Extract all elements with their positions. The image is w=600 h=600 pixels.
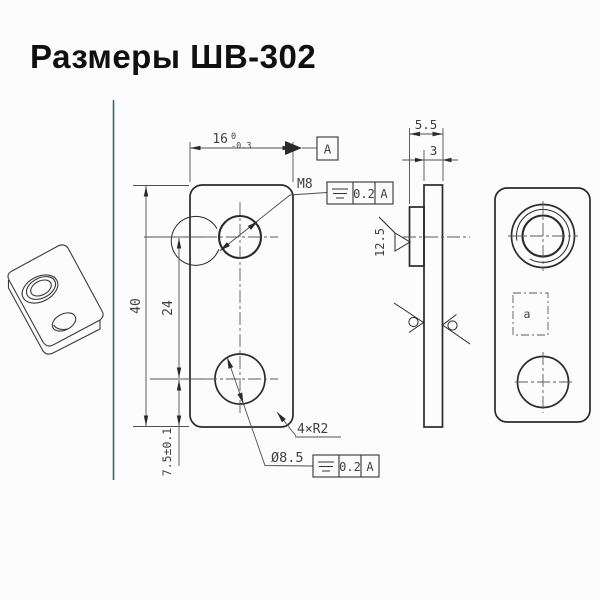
dim-16-lower-tolerance: -0.3 <box>231 142 251 152</box>
fcf-cell-dividers <box>352 182 376 204</box>
dim-3-value: 3 <box>430 143 438 158</box>
dim-40-value: 40 <box>129 298 144 314</box>
arrowhead-icon <box>143 415 149 426</box>
side-extension-lines <box>409 128 444 204</box>
dim-5.5-value: 5.5 <box>415 117 438 132</box>
arrowhead-icon <box>409 131 420 137</box>
side-view: 5.5 3 12.5 <box>373 117 471 428</box>
fcf-datum-ref: A <box>380 187 388 201</box>
marking-area-label: a <box>524 307 531 321</box>
fcf-tolerance-value: 0.2 <box>353 187 375 201</box>
feature-control-frame-thread: 0.2 A <box>326 181 394 205</box>
arrowhead-icon <box>176 380 182 391</box>
dim-7.5-value: 7.5±0.1 <box>160 428 174 477</box>
front-thread-od-arc <box>170 215 220 266</box>
fcf-cell-dividers <box>338 455 362 477</box>
arrowhead-icon <box>442 157 452 163</box>
arrowhead-icon <box>277 412 286 423</box>
dim-24-value: 24 <box>161 300 176 316</box>
dim-16-upper-tolerance: 0 <box>231 132 236 142</box>
page-title: Размеры ШВ-302 <box>30 38 317 75</box>
symmetry-icon <box>332 188 348 199</box>
rear-bottom-hole-centerlines <box>515 352 572 413</box>
arrowhead-icon <box>190 145 201 151</box>
fcf-datum-ref: A <box>366 460 374 474</box>
iso-bottom-hole-depth-arc <box>53 324 68 331</box>
iso-boss-chamfer <box>25 276 57 300</box>
datum-frame <box>316 136 339 161</box>
no-machining-icon <box>393 302 425 333</box>
front-view: 16 0 -0.3 A 40 24 7.5±0.1 <box>129 132 394 478</box>
arrowhead-icon <box>176 367 182 378</box>
roughness-value: 12.5 <box>373 228 387 257</box>
dim-16-value: 16 <box>212 132 228 147</box>
side-plate-outline <box>423 184 444 428</box>
datum-label: A <box>324 142 332 157</box>
arrowhead-icon <box>247 221 258 230</box>
iso-thread-hole <box>30 279 52 297</box>
arrowhead-icon <box>176 238 182 249</box>
arrowhead-icon <box>219 242 230 251</box>
front-extension-lines <box>133 142 294 427</box>
rear-view: a <box>494 187 591 423</box>
roughness-triangle-icon <box>378 216 411 252</box>
arrowhead-icon <box>227 357 234 369</box>
rear-thread-od-arc <box>515 208 570 263</box>
arrowhead-icon <box>432 131 443 137</box>
thread-callout: M8 <box>297 177 313 192</box>
arrowhead-icon <box>415 157 424 163</box>
symmetry-icon <box>318 461 334 472</box>
rear-plate-outline <box>494 187 591 423</box>
no-machining-icon <box>441 314 471 345</box>
feature-control-frame-hole: 0.2 A <box>312 454 380 478</box>
iso-boss-outer <box>21 274 59 304</box>
corner-radius-callout: 4×R2 <box>297 422 328 437</box>
arrowhead-icon <box>176 415 182 426</box>
hole-diameter-callout: Ø8.5 <box>271 450 304 466</box>
front-plate-outline <box>189 184 294 428</box>
fcf-frame <box>312 454 380 478</box>
iso-plate-thickness <box>7 280 101 355</box>
fcf-frame <box>326 181 394 205</box>
arrowhead-icon <box>237 392 244 404</box>
side-boss-outline <box>408 206 425 267</box>
isometric-view <box>7 244 104 355</box>
fcf-tolerance-value: 0.2 <box>339 460 361 474</box>
marking-area-box <box>512 292 549 336</box>
m8-leader-line <box>219 192 328 252</box>
datum-triangle-icon <box>285 141 302 155</box>
rear-top-hole-centerlines <box>508 201 578 271</box>
iso-bottom-hole <box>51 312 77 332</box>
arrowhead-icon <box>143 186 149 197</box>
